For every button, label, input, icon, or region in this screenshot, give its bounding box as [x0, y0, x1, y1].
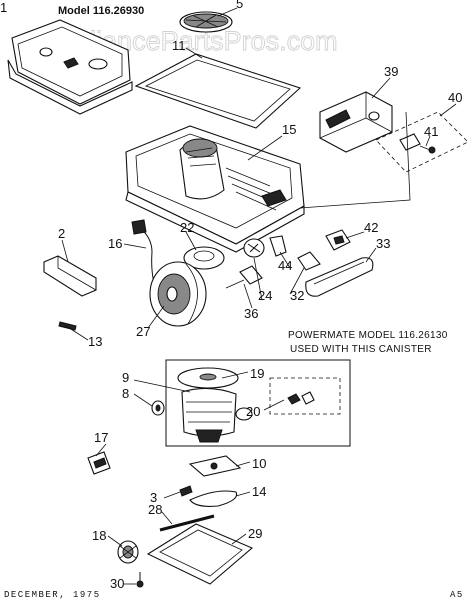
part-44 [269, 235, 287, 257]
callout-17: 17 [94, 430, 108, 445]
part-33-handle [305, 257, 374, 297]
part-24-knob [243, 238, 265, 258]
part-36-terminal [225, 265, 263, 289]
callout-14: 14 [252, 484, 266, 499]
part-18-wheel [117, 540, 139, 564]
callout-8: 8 [122, 386, 129, 401]
model-label: Model 116.26930 [58, 5, 144, 17]
callout-2: 2 [58, 226, 65, 241]
callout-33: 33 [376, 236, 390, 251]
callout-11: 11 [172, 38, 186, 53]
callout-16: 16 [108, 236, 122, 251]
footer-page: A5 [450, 590, 464, 600]
callout-15: 15 [282, 122, 296, 137]
callout-9: 9 [122, 370, 129, 385]
part-15-canister [125, 125, 305, 253]
part-22-ring [183, 246, 225, 270]
part-40-41-switch [375, 111, 469, 173]
part-11-gasket [134, 53, 302, 129]
part-28-rod [159, 514, 215, 532]
callout-20: 20 [246, 404, 260, 419]
callout-24: 24 [258, 288, 272, 303]
part-27-cord-reel [149, 261, 207, 327]
part-17-switch [87, 451, 111, 475]
part-3-spacer [179, 485, 193, 497]
part-32 [297, 251, 321, 271]
part-2-bracket [43, 255, 97, 297]
part-5-filter-disc [179, 11, 233, 33]
callout-42: 42 [364, 220, 378, 235]
callout-5: 5 [236, 0, 243, 11]
part-13-clip [58, 321, 77, 331]
part-14-gasket [189, 490, 238, 507]
callout-10: 10 [252, 456, 266, 471]
callout-36-label: 36 [244, 306, 258, 321]
footer-date: DECEMBER, 1975 [4, 590, 101, 600]
callout-3: 3 [150, 490, 157, 505]
leader-lines [61, 7, 457, 585]
callout-39: 39 [384, 64, 398, 79]
part-8-bushing [151, 400, 165, 416]
callout-41: 41 [424, 124, 438, 139]
callout-19: 19 [250, 366, 264, 381]
part-30-screw [136, 572, 144, 588]
callout-27: 27 [136, 324, 150, 339]
part-1-hood [7, 19, 133, 115]
note-line-1: POWERMATE MODEL 116.26130 [288, 330, 448, 341]
callout-18: 18 [92, 528, 106, 543]
part-39-bag-holder [319, 91, 393, 153]
callout-29: 29 [248, 526, 262, 541]
part-29-bottom-plate [146, 523, 254, 585]
callout-44: 44 [278, 258, 292, 273]
callout-32: 32 [290, 288, 304, 303]
callout-30: 30 [110, 576, 124, 591]
note-line-2: USED WITH THIS CANISTER [290, 344, 432, 355]
callout-28: 28 [148, 502, 162, 517]
callout-22: 22 [180, 220, 194, 235]
callout-13: 13 [88, 334, 102, 349]
motor-assembly [165, 359, 351, 447]
part-10-plate [188, 455, 242, 477]
callout-1: 1 [0, 0, 7, 15]
callout-numbers: 1 5 11 39 40 41 15 2 16 22 42 33 44 32 2… [0, 0, 462, 591]
part-42-latch [325, 229, 351, 251]
callout-40: 40 [448, 90, 462, 105]
